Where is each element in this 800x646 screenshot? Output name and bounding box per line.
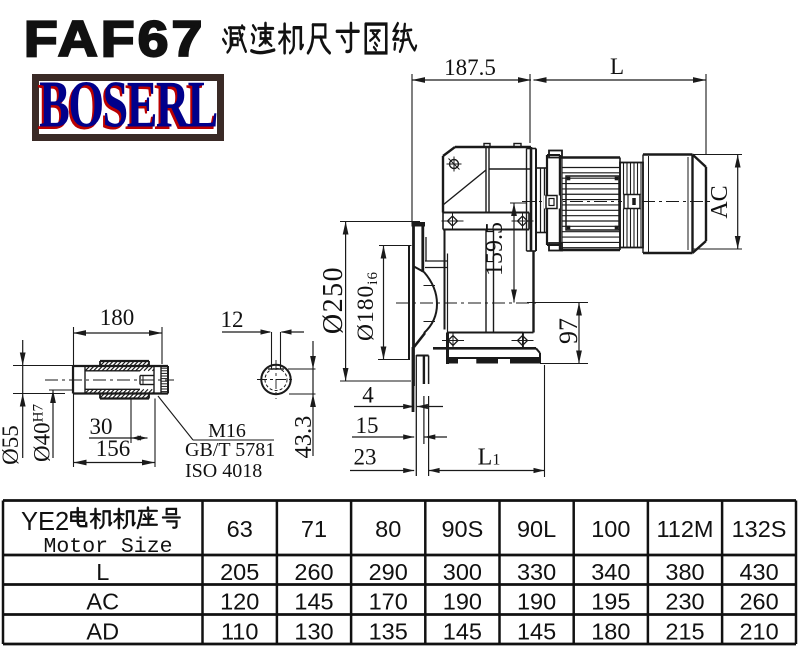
svg-text:110: 110 (221, 618, 258, 644)
svg-text:180: 180 (100, 305, 135, 330)
svg-text:130: 130 (294, 618, 333, 644)
svg-text:GB/T 5781: GB/T 5781 (185, 439, 275, 461)
svg-text:80: 80 (375, 516, 401, 542)
svg-text:215: 215 (665, 618, 704, 644)
svg-text:Ø40H7: Ø40H7 (30, 404, 55, 462)
svg-text:90S: 90S (441, 516, 483, 542)
svg-text:290: 290 (369, 559, 408, 585)
svg-text:330: 330 (517, 559, 556, 585)
svg-text:156: 156 (96, 436, 131, 461)
svg-text:30: 30 (90, 414, 113, 439)
svg-text:430: 430 (739, 559, 778, 585)
svg-text:63: 63 (227, 516, 253, 542)
svg-text:170: 170 (369, 589, 408, 615)
svg-text:159.5: 159.5 (482, 222, 508, 276)
svg-text:15: 15 (356, 413, 379, 438)
svg-text:132S: 132S (732, 516, 787, 542)
svg-text:L1: L1 (478, 445, 501, 471)
svg-text:195: 195 (591, 589, 630, 615)
svg-text:YE2: YE2 (21, 508, 69, 536)
svg-text:210: 210 (739, 618, 778, 644)
svg-text:145: 145 (443, 618, 482, 644)
svg-text:ISO 4018: ISO 4018 (185, 460, 262, 482)
svg-text:23: 23 (354, 445, 377, 470)
svg-text:120: 120 (220, 589, 259, 615)
svg-text:Ø180i6: Ø180i6 (353, 271, 381, 341)
svg-text:260: 260 (739, 589, 778, 615)
svg-text:180: 180 (591, 618, 630, 644)
svg-text:260: 260 (294, 559, 333, 585)
svg-text:L: L (96, 559, 109, 585)
svg-text:97: 97 (554, 318, 583, 344)
svg-text:190: 190 (443, 589, 482, 615)
svg-text:135: 135 (369, 618, 408, 644)
svg-text:AC: AC (707, 185, 733, 218)
svg-text:71: 71 (301, 516, 327, 542)
svg-text:AD: AD (86, 618, 119, 644)
svg-text:187.5: 187.5 (444, 55, 496, 80)
svg-text:M16: M16 (208, 420, 246, 442)
svg-text:300: 300 (443, 559, 482, 585)
svg-text:Ø55: Ø55 (0, 425, 23, 465)
svg-text:4: 4 (362, 383, 374, 408)
svg-text:380: 380 (665, 559, 704, 585)
svg-text:Ø250: Ø250 (318, 266, 349, 334)
svg-text:100: 100 (591, 516, 630, 542)
svg-text:90L: 90L (517, 516, 556, 542)
svg-text:AC: AC (86, 589, 119, 615)
svg-text:L: L (610, 54, 624, 79)
svg-text:340: 340 (591, 559, 630, 585)
svg-text:145: 145 (294, 589, 333, 615)
svg-text:145: 145 (517, 618, 556, 644)
svg-text:112M: 112M (656, 516, 713, 542)
svg-text:230: 230 (665, 589, 704, 615)
svg-text:43.3: 43.3 (290, 416, 317, 459)
svg-text:190: 190 (517, 589, 556, 615)
svg-text:Motor Size: Motor Size (43, 535, 172, 559)
svg-text:205: 205 (220, 559, 259, 585)
svg-text:12: 12 (221, 307, 244, 332)
